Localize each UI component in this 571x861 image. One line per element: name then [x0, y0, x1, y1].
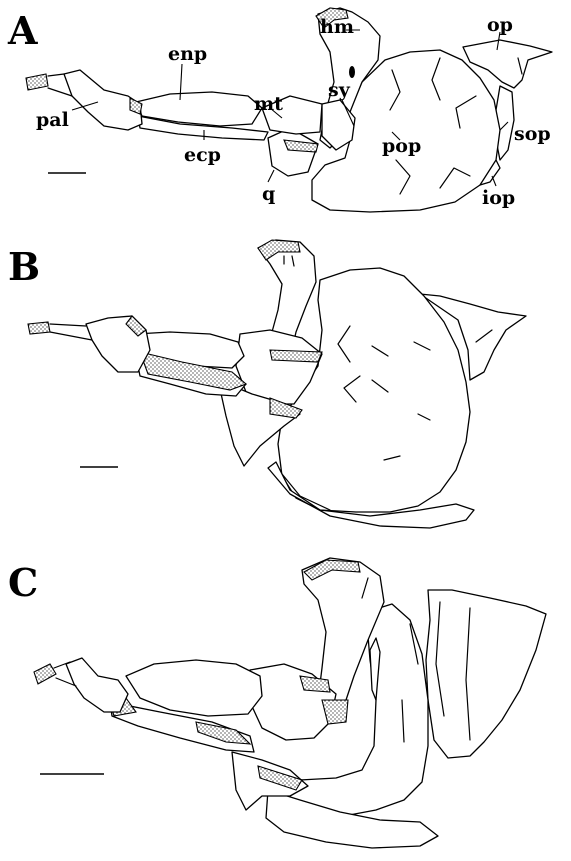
label-sop: sop — [514, 123, 551, 145]
panel-c-letter: C — [8, 560, 38, 605]
palatine-cartilage-b — [28, 322, 50, 334]
opercle-c — [426, 590, 546, 758]
palatine-cartilage-a — [26, 74, 48, 90]
panel-c: C — [8, 558, 546, 848]
label-enp: enp — [168, 43, 207, 65]
palatine-c — [66, 658, 128, 712]
label-sy: sy — [328, 79, 351, 101]
label-mt: mt — [254, 93, 283, 115]
label-pop: pop — [382, 135, 421, 157]
label-op: op — [487, 14, 513, 36]
label-ecp: ecp — [184, 144, 221, 166]
panel-b-letter: B — [8, 244, 40, 289]
endopterygoid-c — [126, 660, 262, 716]
label-hm: hm — [320, 16, 354, 38]
palatine-cartilage-c — [34, 664, 56, 684]
label-pal: pal — [36, 109, 69, 131]
panel-a-letter: A — [7, 8, 38, 53]
panel-b: B — [8, 240, 526, 528]
label-q: q — [262, 183, 275, 205]
label-iop: iop — [482, 187, 515, 209]
panel-a: A hm op enp sy — [7, 8, 552, 212]
